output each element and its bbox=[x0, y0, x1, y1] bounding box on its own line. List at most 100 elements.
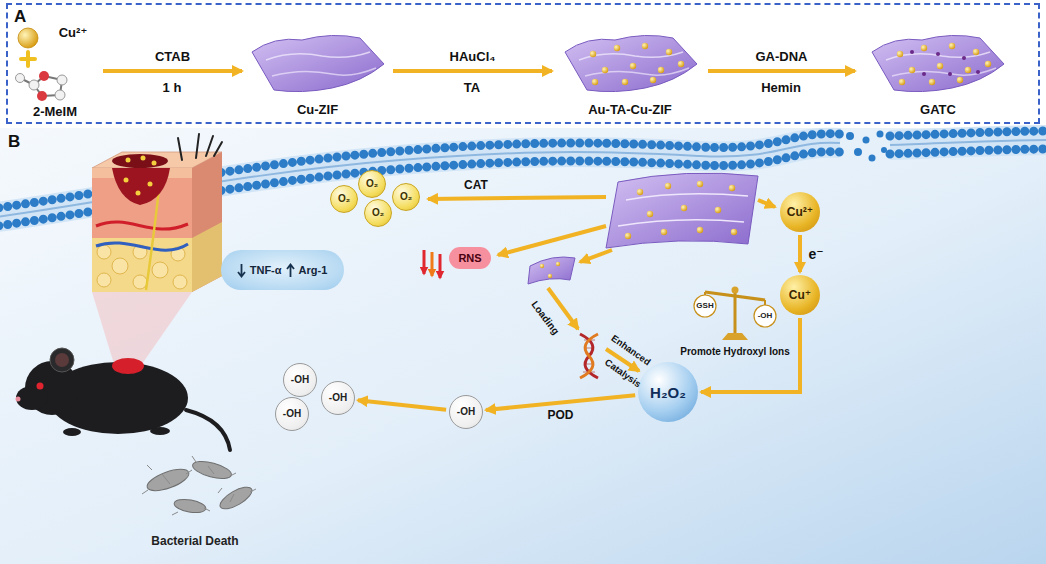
copper-ion: Cu⁺ bbox=[780, 275, 820, 315]
label-holder: 1 h bbox=[163, 80, 182, 96]
skin-block bbox=[206, 136, 213, 156]
edge-label-holder: HAuCl₄ bbox=[450, 49, 496, 65]
balance-scale bbox=[694, 287, 776, 341]
edge-label: POD bbox=[548, 407, 574, 421]
nanosheet-drawing bbox=[528, 173, 758, 284]
nanosheet-drawing bbox=[697, 227, 703, 233]
increase-arrow bbox=[287, 264, 294, 277]
material-sheet: Cu-ZIF bbox=[245, 22, 390, 120]
skin-block bbox=[124, 156, 157, 196]
skin-block bbox=[97, 245, 187, 289]
node-text: GATC bbox=[920, 102, 956, 118]
skin-block bbox=[192, 152, 222, 292]
cell-membrane bbox=[854, 148, 862, 156]
edge-label-holder: CTAB bbox=[155, 49, 190, 65]
nanosheet-drawing bbox=[715, 207, 721, 213]
reaction-arrow bbox=[358, 400, 446, 410]
skin-block bbox=[141, 156, 146, 161]
balance-scale bbox=[732, 287, 739, 294]
reaction-arrow bbox=[103, 69, 242, 73]
skin-block bbox=[152, 262, 168, 278]
material-sheet: Au-TA-Cu-ZIF bbox=[555, 22, 705, 120]
dna-helix bbox=[580, 334, 598, 378]
node-text: O₂ bbox=[338, 194, 350, 204]
decrease-arrow bbox=[237, 263, 246, 278]
skin-block bbox=[126, 158, 131, 163]
nanosheet-drawing bbox=[637, 189, 643, 195]
dead-bacteria bbox=[173, 497, 207, 514]
reaction-arrows bbox=[424, 197, 775, 371]
reaction-arrows bbox=[423, 250, 426, 274]
wound-pointer bbox=[92, 292, 192, 364]
node-text: 2-MeIM bbox=[33, 104, 77, 120]
node-text: O₂ bbox=[372, 208, 384, 218]
nanosheet-drawing bbox=[661, 229, 667, 235]
hydroxyl-bubble: -OH bbox=[321, 381, 355, 415]
dna-helix bbox=[586, 347, 592, 349]
skin-block bbox=[133, 275, 147, 289]
reagent-name: Hemin bbox=[761, 80, 801, 96]
skin-block bbox=[112, 258, 128, 274]
oxygen-bubble: O₂ bbox=[364, 199, 392, 227]
reaction-arrows bbox=[758, 200, 775, 207]
nanosheet-drawing bbox=[681, 205, 687, 211]
dead-bacteria bbox=[142, 456, 256, 515]
nanosheet-drawing bbox=[697, 181, 703, 187]
balance-caption: Promote Hydroxyl Ions bbox=[680, 346, 789, 358]
label-holder: Promote Hydroxyl Ions bbox=[680, 346, 789, 358]
label-holder: Hemin bbox=[761, 80, 801, 96]
hydroxyl-bubble: -OH bbox=[283, 363, 317, 397]
balance-scale bbox=[694, 295, 716, 317]
mouse-drawing bbox=[186, 410, 230, 450]
mouse-drawing bbox=[50, 348, 74, 372]
nanosheet-drawing bbox=[618, 220, 744, 226]
skin-block bbox=[97, 245, 111, 259]
node-text: -OH bbox=[329, 393, 347, 403]
node-text: -OH bbox=[291, 375, 309, 385]
mouse-drawing bbox=[55, 353, 69, 367]
mouse-drawing bbox=[16, 348, 231, 450]
node-text: -OH bbox=[283, 409, 301, 419]
skin-block bbox=[214, 142, 222, 156]
node-text: Cu²⁺ bbox=[59, 25, 88, 41]
reaction-arrow bbox=[798, 235, 802, 272]
edge-label: CTAB bbox=[155, 49, 190, 65]
edge-label-holder: POD bbox=[548, 407, 574, 421]
skin-block bbox=[148, 182, 153, 187]
cell-membrane bbox=[869, 155, 876, 162]
nanosheet-drawing bbox=[528, 257, 575, 284]
dead-bacteria bbox=[217, 483, 255, 513]
label-holder: -OH bbox=[758, 312, 773, 320]
cell-membrane bbox=[846, 131, 887, 162]
nanosheet-drawing bbox=[252, 35, 384, 91]
cell-membrane bbox=[863, 137, 870, 144]
skin-block bbox=[112, 168, 170, 205]
dead-bacteria bbox=[142, 456, 256, 515]
reactant-drawing bbox=[37, 91, 47, 101]
cell-membrane bbox=[890, 140, 1046, 145]
nanosheet-drawing bbox=[606, 173, 758, 248]
skin-block bbox=[97, 273, 111, 287]
increase-arrow bbox=[286, 263, 295, 278]
skin-block bbox=[196, 134, 199, 158]
skin-block bbox=[178, 134, 222, 160]
hydroxyl-bubble: -OH bbox=[449, 395, 483, 429]
pan-label: -OH bbox=[758, 312, 773, 320]
node-text: O₂ bbox=[400, 192, 412, 202]
skin-block bbox=[96, 222, 188, 229]
wound-pointer bbox=[92, 292, 192, 364]
nanosheet-drawing bbox=[897, 43, 991, 85]
balance-scale bbox=[722, 333, 748, 340]
edge-label: e⁻ bbox=[808, 245, 823, 262]
skin-block bbox=[124, 178, 129, 183]
nanosheet-drawing bbox=[556, 262, 560, 266]
copper-ion: Cu²⁺ bbox=[780, 192, 820, 232]
reaction-arrows bbox=[580, 250, 612, 262]
cell-membrane bbox=[877, 131, 884, 138]
reactant-drawing bbox=[55, 90, 65, 100]
mouse-drawing bbox=[16, 386, 48, 410]
reaction-time: 1 h bbox=[163, 80, 182, 96]
edge-label-holder: e⁻ bbox=[808, 245, 823, 262]
reactant-drawing bbox=[21, 52, 35, 66]
